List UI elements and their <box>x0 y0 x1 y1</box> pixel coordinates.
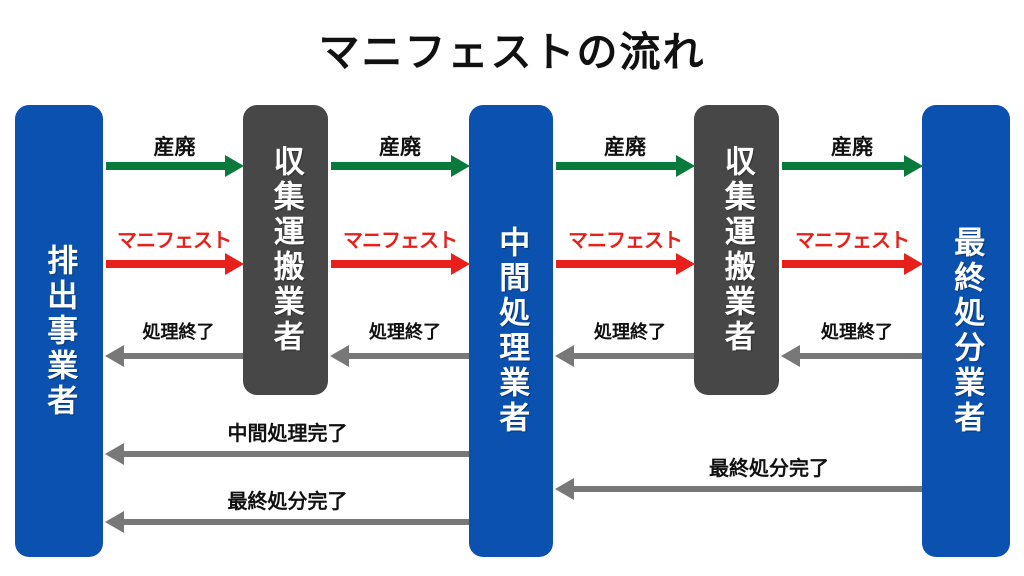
processing-done-arrow-3 <box>555 345 694 367</box>
arrow-shaft <box>572 353 694 359</box>
arrow-shaft <box>347 353 469 359</box>
arrow-head <box>904 155 923 177</box>
waste-arrow-3 <box>556 155 695 177</box>
arrow-head <box>676 155 695 177</box>
arrow-head <box>555 478 574 500</box>
arrow-head <box>451 155 470 177</box>
arrow-head <box>676 253 695 275</box>
processing-done-label-4: 処理終了 <box>821 322 893 342</box>
processing-done-label-2: 処理終了 <box>369 322 441 342</box>
arrow-head <box>904 253 923 275</box>
actor-label: 最終処分業者 <box>949 226 985 436</box>
arrow-head <box>451 253 470 275</box>
intermediate-complete-arrow <box>105 443 469 465</box>
arrow-shaft <box>556 260 678 268</box>
actor-label: 排出事業者 <box>42 243 78 419</box>
arrow-shaft <box>122 451 469 457</box>
page-title: マニフェストの流れ <box>318 29 706 75</box>
arrow-shaft <box>798 353 922 359</box>
intermediate-complete-label: 中間処理完了 <box>227 423 348 445</box>
processing-done-label-1: 処理終了 <box>142 322 215 342</box>
final-disposal-complete-label-left: 最終処分完了 <box>227 491 348 513</box>
arrow-shaft <box>122 519 469 525</box>
waste-arrow-2 <box>331 155 470 177</box>
final-disposal-complete-label-right: 最終処分完了 <box>709 458 829 480</box>
final-disposal-complete-arrow-right <box>555 478 922 500</box>
arrow-head <box>781 345 800 367</box>
manifest-arrow-1 <box>106 253 244 275</box>
arrow-shaft <box>331 162 453 170</box>
waste-arrow-4 <box>782 155 923 177</box>
arrow-head <box>225 155 244 177</box>
actor-box-final-disposal: 最終処分業者 <box>922 105 1010 557</box>
arrow-head <box>330 345 349 367</box>
arrow-shaft <box>572 486 922 492</box>
actor-box-collector-2: 収集運搬業者 <box>694 105 779 395</box>
processing-done-arrow-2 <box>330 345 469 367</box>
arrow-head <box>105 443 124 465</box>
waste-arrow-label-3: 産廃 <box>604 135 646 159</box>
arrow-shaft <box>331 260 453 268</box>
arrow-shaft <box>782 162 906 170</box>
actor-box-discharger: 排出事業者 <box>15 105 103 557</box>
manifest-arrow-label-3: マニフェスト <box>568 230 683 252</box>
processing-done-label-3: 処理終了 <box>594 322 666 342</box>
final-disposal-complete-arrow-left <box>105 511 469 533</box>
arrow-head <box>555 345 574 367</box>
arrow-shaft <box>106 260 227 268</box>
manifest-arrow-2 <box>331 253 470 275</box>
manifest-arrow-4 <box>782 253 923 275</box>
waste-arrow-label-4: 産廃 <box>831 135 873 159</box>
actor-label: 中間処理業者 <box>494 226 530 436</box>
manifest-arrow-label-2: マニフェスト <box>343 230 458 252</box>
processing-done-arrow-4 <box>781 345 922 367</box>
manifest-arrow-label-1: マニフェスト <box>117 230 232 252</box>
processing-done-arrow-1 <box>105 345 243 367</box>
actor-box-collector-1: 収集運搬業者 <box>243 105 328 395</box>
arrow-shaft <box>106 162 227 170</box>
arrow-shaft <box>556 162 678 170</box>
arrow-head <box>105 345 124 367</box>
manifest-arrow-label-4: マニフェスト <box>795 230 910 252</box>
arrow-head <box>105 511 124 533</box>
actor-label: 収集運搬業者 <box>268 145 304 355</box>
waste-arrow-1 <box>106 155 244 177</box>
waste-arrow-label-1: 産廃 <box>153 135 196 159</box>
arrow-shaft <box>122 353 243 359</box>
actor-box-intermediate: 中間処理業者 <box>469 105 553 557</box>
actor-label: 収集運搬業者 <box>719 145 755 355</box>
waste-arrow-label-2: 産廃 <box>379 135 421 159</box>
arrow-shaft <box>782 260 906 268</box>
manifest-arrow-3 <box>556 253 695 275</box>
arrow-head <box>225 253 244 275</box>
